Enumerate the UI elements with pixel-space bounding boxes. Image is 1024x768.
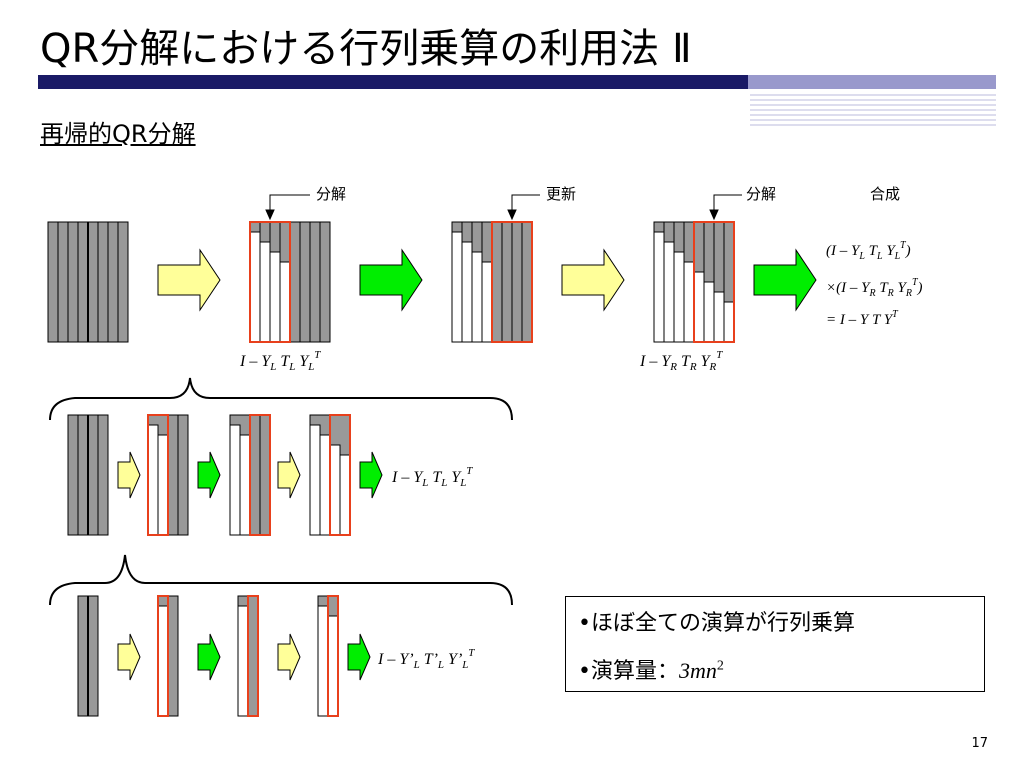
formula-compose-2: ×(I – YR TR YRT) — [826, 277, 923, 299]
formula-compose-3: = I – Y T YT — [826, 309, 899, 328]
arrow-yellow-1 — [157, 248, 221, 312]
info-line-2-label: •演算量： — [578, 659, 679, 684]
label-update: 更新 — [546, 185, 576, 203]
r3-matrix-2 — [157, 595, 179, 717]
label-decompose-1: 分解 — [316, 185, 346, 203]
formula-compose-1: (I – YL TL YLT) — [826, 240, 911, 262]
r2-arrow-yellow-1 — [117, 451, 141, 499]
header-bar-light — [748, 75, 996, 89]
r2-arrow-green-2 — [359, 451, 383, 499]
header-stripes — [750, 94, 996, 126]
r3-arrow-green-1 — [197, 633, 221, 681]
r2-matrix-1 — [67, 414, 109, 536]
r3-arrow-yellow-2 — [277, 633, 301, 681]
r3-matrix-3 — [237, 595, 259, 717]
info-line-2: •演算量：3mn2 — [578, 653, 724, 685]
brace-2 — [49, 554, 513, 606]
formula-right: I – YR TR YRT — [639, 349, 723, 373]
r2-formula: I – YL TL YLT — [391, 465, 473, 489]
matrix-left-decompose — [249, 221, 331, 343]
header-bar — [38, 75, 748, 89]
r2-arrow-yellow-2 — [277, 451, 301, 499]
slide-title: QR分解における行列乗算の利用法 Ⅱ — [40, 26, 692, 72]
matrix-right-decompose — [653, 221, 735, 343]
label-compose: 合成 — [870, 185, 900, 203]
callout-pointers — [265, 194, 742, 221]
r3-arrow-green-2 — [347, 633, 371, 681]
label-decompose-2: 分解 — [746, 185, 776, 203]
page-number: 17 — [971, 736, 988, 751]
r2-arrow-green-1 — [197, 451, 221, 499]
arrow-green-2 — [753, 248, 817, 312]
arrow-green-1 — [359, 248, 423, 312]
info-line-1: •ほぼ全ての演算が行列乗算 — [578, 611, 855, 636]
arrow-yellow-2 — [561, 248, 625, 312]
matrix-initial — [47, 221, 129, 343]
brace-1 — [49, 377, 513, 421]
section-subtitle: 再帰的QR分解 — [40, 120, 196, 148]
r3-matrix-4 — [317, 595, 339, 717]
r3-formula: I – Y’L T’L Y’LT — [377, 647, 475, 671]
info-line-2-value: 3mn2 — [678, 658, 724, 683]
formula-left: I – YL TL YLT — [239, 349, 321, 373]
r2-matrix-3 — [229, 414, 271, 536]
info-box: •ほぼ全ての演算が行列乗算 •演算量：3mn2 — [565, 596, 985, 692]
r2-matrix-2 — [147, 414, 189, 536]
r3-arrow-yellow-1 — [117, 633, 141, 681]
r2-matrix-4 — [309, 414, 351, 536]
r3-matrix-1 — [77, 595, 99, 717]
matrix-update — [451, 221, 533, 343]
